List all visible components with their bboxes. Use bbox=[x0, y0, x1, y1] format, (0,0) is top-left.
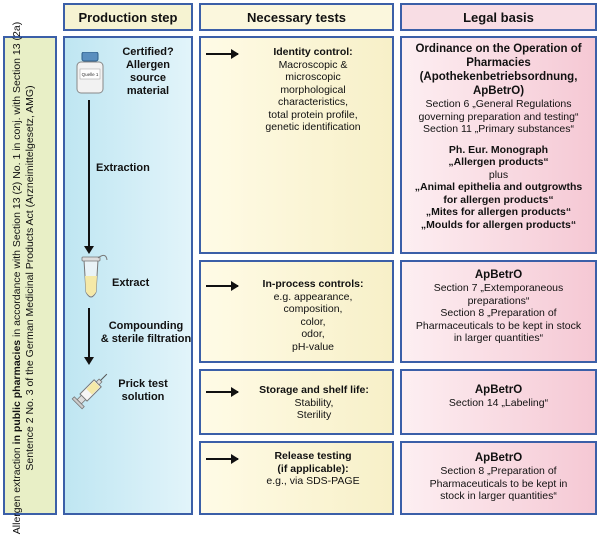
tests-storage-box bbox=[199, 369, 394, 435]
tests-identity-text: Identity control: Macroscopic & microsco… bbox=[238, 46, 388, 134]
tests-inprocess-l2: composition, bbox=[283, 303, 343, 315]
flow-arrow-down-1 bbox=[84, 100, 94, 254]
step-source-line1: Certified? bbox=[122, 46, 174, 58]
step-source-line4: material bbox=[126, 85, 170, 97]
legal-1-s1b: governing preparation and testing“ bbox=[418, 110, 579, 123]
header-legal-basis: Legal basis bbox=[400, 3, 597, 31]
legal-box-4 bbox=[400, 441, 597, 515]
tests-identity-l5: total protein profile, bbox=[268, 108, 358, 121]
step-source-material: Certified? Allergen source material bbox=[108, 46, 188, 98]
side-label-bold: in public pharmacies bbox=[11, 339, 23, 445]
legal-1-m1a: „Animal epithelia and outgrowths bbox=[414, 181, 583, 193]
step-prick-line1: Prick test bbox=[118, 378, 168, 390]
step-prick-test: Prick test solution bbox=[108, 378, 178, 404]
tests-inprocess-title: In-process controls: bbox=[262, 278, 364, 290]
legal-1-m2: „Mites for allergen products“ bbox=[425, 206, 572, 218]
tests-identity-l3: morphological bbox=[280, 83, 346, 96]
step-compounding: Compounding & sterile filtration bbox=[96, 320, 196, 346]
header-necessary-tests: Necessary tests bbox=[199, 3, 394, 31]
header-necessary-tests-label: Necessary tests bbox=[246, 9, 347, 25]
legal-4-text: ApBetrO Section 8 „Preparation of Pharma… bbox=[402, 451, 595, 503]
legal-1-title2: Pharmacies bbox=[466, 57, 531, 69]
tests-identity-l1: Macroscopic & bbox=[278, 58, 348, 71]
tests-storage-text: Storage and shelf life: Stability, Steri… bbox=[236, 384, 392, 422]
legal-4-title: ApBetrO bbox=[474, 452, 523, 464]
arrow-storage bbox=[206, 387, 239, 397]
legal-2-s2b: Pharmaceuticals to be kept in stock bbox=[415, 319, 582, 332]
tests-storage-l2: Sterility bbox=[296, 409, 332, 421]
tests-release-box bbox=[199, 441, 394, 515]
legal-2-title: ApBetrO bbox=[474, 269, 523, 281]
tests-release-l1: e.g., via SDS-PAGE bbox=[266, 475, 360, 487]
tests-inprocess-l3: color, bbox=[300, 315, 326, 328]
legal-1-text: Ordinance on the Operation of Pharmacies… bbox=[402, 42, 595, 231]
legal-1-title4: ApBetrO) bbox=[472, 85, 525, 97]
header-legal-basis-label: Legal basis bbox=[463, 9, 534, 25]
jar-icon: Quelle 1 bbox=[76, 52, 104, 94]
step-compounding-line1: Compounding bbox=[108, 320, 184, 332]
legal-1-ph1: Ph. Eur. Monograph bbox=[448, 143, 549, 156]
legal-1-s1a: Section 6 „General Regulations bbox=[425, 98, 572, 110]
tests-inprocess-l1: e.g. appearance, bbox=[273, 290, 353, 303]
legal-3-s1: Section 14 „Labeling“ bbox=[448, 397, 549, 409]
step-extract-label: Extract bbox=[112, 277, 150, 289]
legal-2-s1a: Section 7 „Extemporaneous bbox=[433, 282, 564, 294]
tests-release-text: Release testing (if applicable): e.g., v… bbox=[238, 450, 388, 488]
side-label-text: Allergen extraction in public pharmacies… bbox=[11, 18, 37, 538]
legal-box-2 bbox=[400, 260, 597, 363]
arrow-identity bbox=[206, 49, 239, 59]
legal-box-3 bbox=[400, 369, 597, 435]
legal-4-s1a: Section 8 „Preparation of bbox=[440, 465, 557, 477]
legal-4-s1b: Pharmaceuticals to be kept in bbox=[429, 477, 568, 490]
arrow-release bbox=[206, 454, 239, 464]
side-label-box bbox=[3, 36, 57, 515]
legal-1-m1b: for allergen products“ bbox=[443, 193, 554, 206]
tests-identity-l4: characteristics, bbox=[277, 96, 349, 108]
tests-release-title1: Release testing bbox=[274, 450, 352, 462]
arrow-inprocess bbox=[206, 281, 239, 291]
header-production-step: Production step bbox=[63, 3, 193, 31]
legal-1-title3: (Apothekenbetriebsordnung, bbox=[419, 71, 578, 83]
tube-icon bbox=[81, 254, 108, 298]
tests-identity-title: Identity control: bbox=[273, 46, 353, 58]
step-prick-line2: solution bbox=[121, 391, 165, 403]
jar-label: Quelle 1 bbox=[82, 72, 99, 77]
tests-inprocess-text: In-process controls: e.g. appearance, co… bbox=[238, 278, 388, 353]
legal-3-text: ApBetrO Section 14 „Labeling“ bbox=[402, 383, 595, 410]
tests-storage-title: Storage and shelf life: bbox=[259, 384, 369, 396]
tests-identity-box bbox=[199, 36, 394, 254]
syringe-icon bbox=[71, 373, 108, 410]
tests-inprocess-l5: pH-value bbox=[291, 340, 335, 353]
tests-inprocess-box bbox=[199, 260, 394, 363]
step-extraction-label: Extraction bbox=[96, 162, 150, 174]
tests-identity-l2: microscopic bbox=[285, 71, 341, 83]
legal-2-text: ApBetrO Section 7 „Extemporaneous prepar… bbox=[402, 268, 595, 345]
step-source-line2: Allergen bbox=[125, 59, 170, 71]
step-extraction: Extraction bbox=[96, 162, 186, 175]
legal-1-ph2: „Allergen products“ bbox=[448, 156, 549, 168]
legal-1-m3: „Moulds for allergen products“ bbox=[420, 218, 577, 231]
tests-identity-l6: genetic identification bbox=[265, 121, 361, 133]
tests-release-title2: (if applicable): bbox=[277, 462, 349, 475]
tests-inprocess-l4: odor, bbox=[301, 328, 325, 340]
legal-3-title: ApBetrO bbox=[474, 384, 523, 396]
legal-1-s2: Section 11 „Primary substances“ bbox=[423, 123, 574, 135]
legal-2-s1b: preparations“ bbox=[467, 294, 530, 307]
flow-arrow-down-2 bbox=[84, 308, 94, 365]
side-label-prefix: Allergen extraction bbox=[11, 444, 23, 535]
legal-2-s2c: in larger quantities“ bbox=[453, 332, 544, 344]
tests-storage-l1: Stability, bbox=[294, 396, 334, 409]
step-compounding-line2: & sterile filtration bbox=[100, 333, 192, 345]
legal-4-s1c: stock in larger quantities“ bbox=[440, 490, 557, 502]
step-source-line3: source bbox=[129, 72, 167, 84]
legal-box-1 bbox=[400, 36, 597, 254]
legal-1-plus: plus bbox=[488, 168, 509, 181]
legal-2-s2a: Section 8 „Preparation of bbox=[440, 307, 557, 319]
header-production-step-label: Production step bbox=[78, 9, 178, 25]
legal-1-title1: Ordinance on the Operation of bbox=[415, 43, 582, 55]
step-extract: Extract bbox=[112, 277, 172, 290]
